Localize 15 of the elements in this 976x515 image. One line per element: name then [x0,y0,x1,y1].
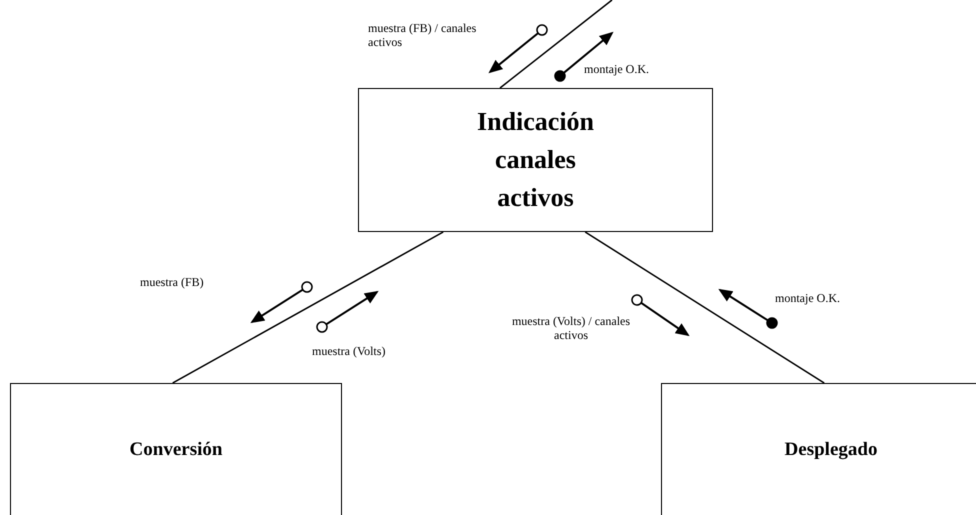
connector-line [172,231,444,384]
couple-label: montaje O.K. [775,291,841,305]
couple-label: muestra (FB) / canales activos [368,21,478,49]
connector-line [500,0,612,89]
module-box [10,383,342,515]
couple-label: muestra (Volts) [312,344,386,358]
module-box [661,383,976,515]
module-name: Indicación canales activos [476,106,596,214]
connector-line [584,231,825,384]
module-name: Desplegado [784,438,878,462]
couple-label: montaje O.K. [584,62,650,76]
module-box [358,88,713,232]
couple-label: muestra (Volts) / canales activos [510,314,632,342]
couple-label: muestra (FB) [140,275,205,289]
module-name: Conversión [130,438,222,462]
